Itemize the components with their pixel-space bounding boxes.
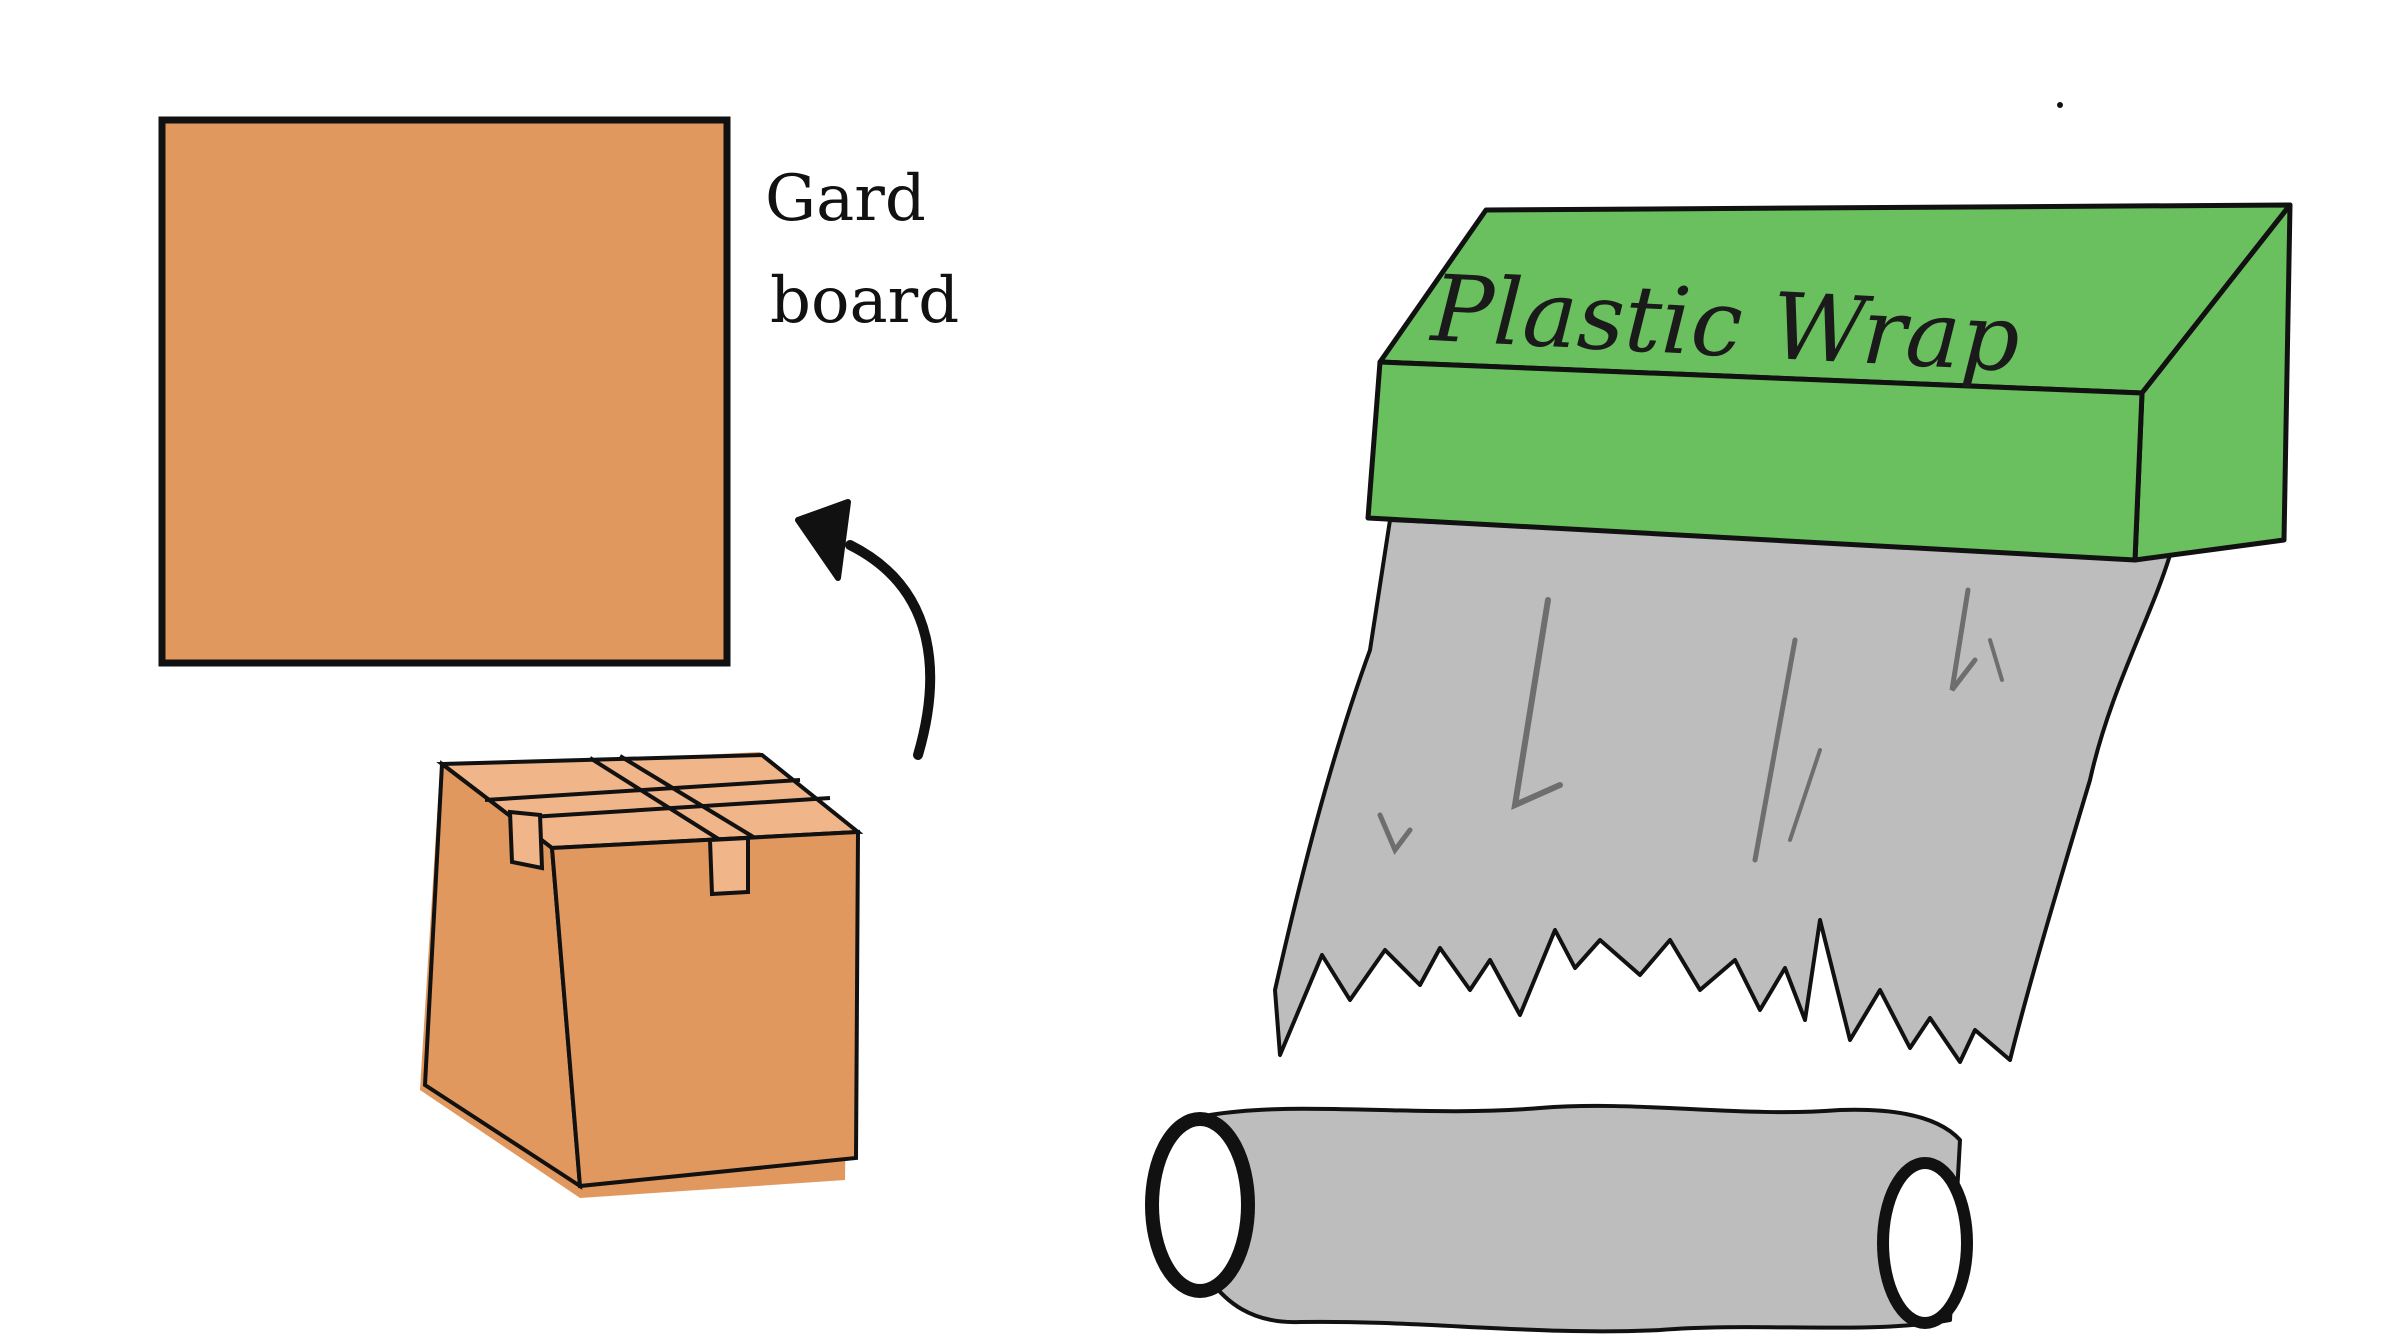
cardboard-label-line1: Gard [765, 162, 926, 236]
plastic-sheet-icon [1273, 518, 2172, 1064]
cardboard-box-icon [420, 752, 864, 1198]
curved-arrow-icon [795, 499, 936, 760]
plastic-wrap-box-icon [1365, 102, 2293, 563]
plastic-roll-icon [1145, 1103, 1973, 1334]
cardboard-label-line2: board [770, 264, 959, 338]
cardboard-sheet-icon [158, 116, 731, 667]
